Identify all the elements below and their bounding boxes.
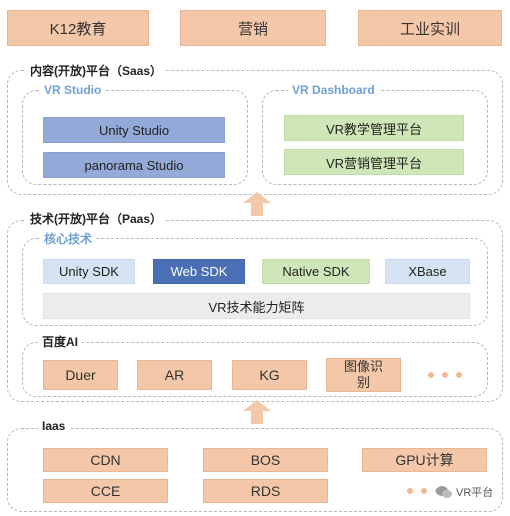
up-arrow-icon xyxy=(243,400,271,424)
vr-studio-frame xyxy=(22,90,248,185)
kg-box: KG xyxy=(232,360,307,390)
native-sdk-box: Native SDK xyxy=(262,259,370,284)
watermark: VR平台 xyxy=(436,484,493,500)
ar-box: AR xyxy=(137,360,212,390)
panorama-studio-box: panorama Studio xyxy=(43,152,225,178)
core-tech-frame xyxy=(22,238,488,326)
core-tech-label: 核心技术 xyxy=(40,230,97,247)
ellipsis-icon xyxy=(420,368,470,382)
rds-box: RDS xyxy=(203,479,328,503)
gpu-compute-box: GPU计算 xyxy=(362,448,487,472)
iaas-label: Iaas xyxy=(38,419,70,433)
vr-teaching-box: VR教学管理平台 xyxy=(284,115,464,141)
wechat-icon xyxy=(436,486,452,498)
paas-label: 技术(开放)平台（Paas） xyxy=(26,210,167,227)
vr-capability-matrix-box: VR技术能力矩阵 xyxy=(43,293,470,319)
duer-box: Duer xyxy=(43,360,118,390)
top-box-marketing: 营销 xyxy=(180,10,326,46)
vr-studio-label: VR Studio xyxy=(40,83,106,97)
unity-studio-box: Unity Studio xyxy=(43,117,225,143)
baidu-ai-label: 百度AI xyxy=(38,333,83,350)
cce-box: CCE xyxy=(43,479,168,503)
baidu-ai-frame xyxy=(22,342,488,397)
saas-label: 内容(开放)平台（Saas） xyxy=(26,62,167,79)
cdn-box: CDN xyxy=(43,448,168,472)
top-box-industrial: 工业实训 xyxy=(358,10,502,46)
vr-dashboard-label: VR Dashboard xyxy=(288,83,379,97)
top-box-k12: K12教育 xyxy=(7,10,149,46)
paas-frame xyxy=(7,220,503,402)
unity-sdk-box: Unity SDK xyxy=(43,259,135,284)
web-sdk-box: Web SDK xyxy=(153,259,245,284)
image-recognition-box: 图像识别 xyxy=(326,358,401,392)
xbase-box: XBase xyxy=(385,259,470,284)
vr-marketing-box: VR营销管理平台 xyxy=(284,149,464,175)
up-arrow-icon xyxy=(243,192,271,216)
watermark-text: VR平台 xyxy=(456,487,494,499)
iaas-frame xyxy=(7,428,503,512)
bos-box: BOS xyxy=(203,448,328,472)
